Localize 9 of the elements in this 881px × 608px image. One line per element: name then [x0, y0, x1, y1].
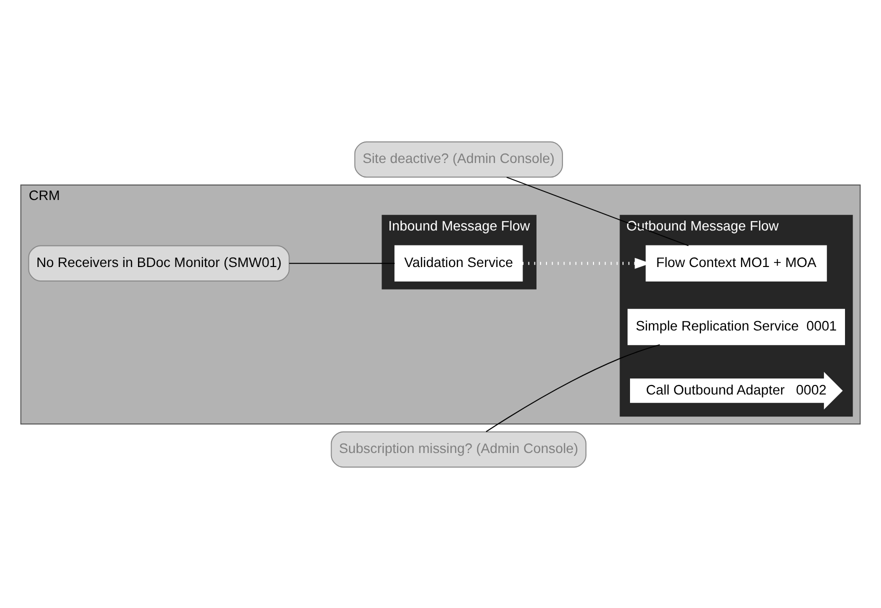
node-box: Subscription missing? (Admin Console) — [330, 430, 586, 468]
node-box: Validation Service — [394, 244, 523, 281]
connector — [506, 176, 689, 246]
node-box: Simple Replication Service 0001 — [628, 308, 845, 345]
node-box: Flow Context MO1 + MOA — [646, 244, 827, 281]
connector — [288, 262, 396, 264]
connector — [486, 344, 660, 432]
node-box: Site deactive? (Admin Console) — [354, 140, 563, 178]
node-box: No Receivers in BDoc Monitor (SMW01) — [28, 244, 290, 281]
